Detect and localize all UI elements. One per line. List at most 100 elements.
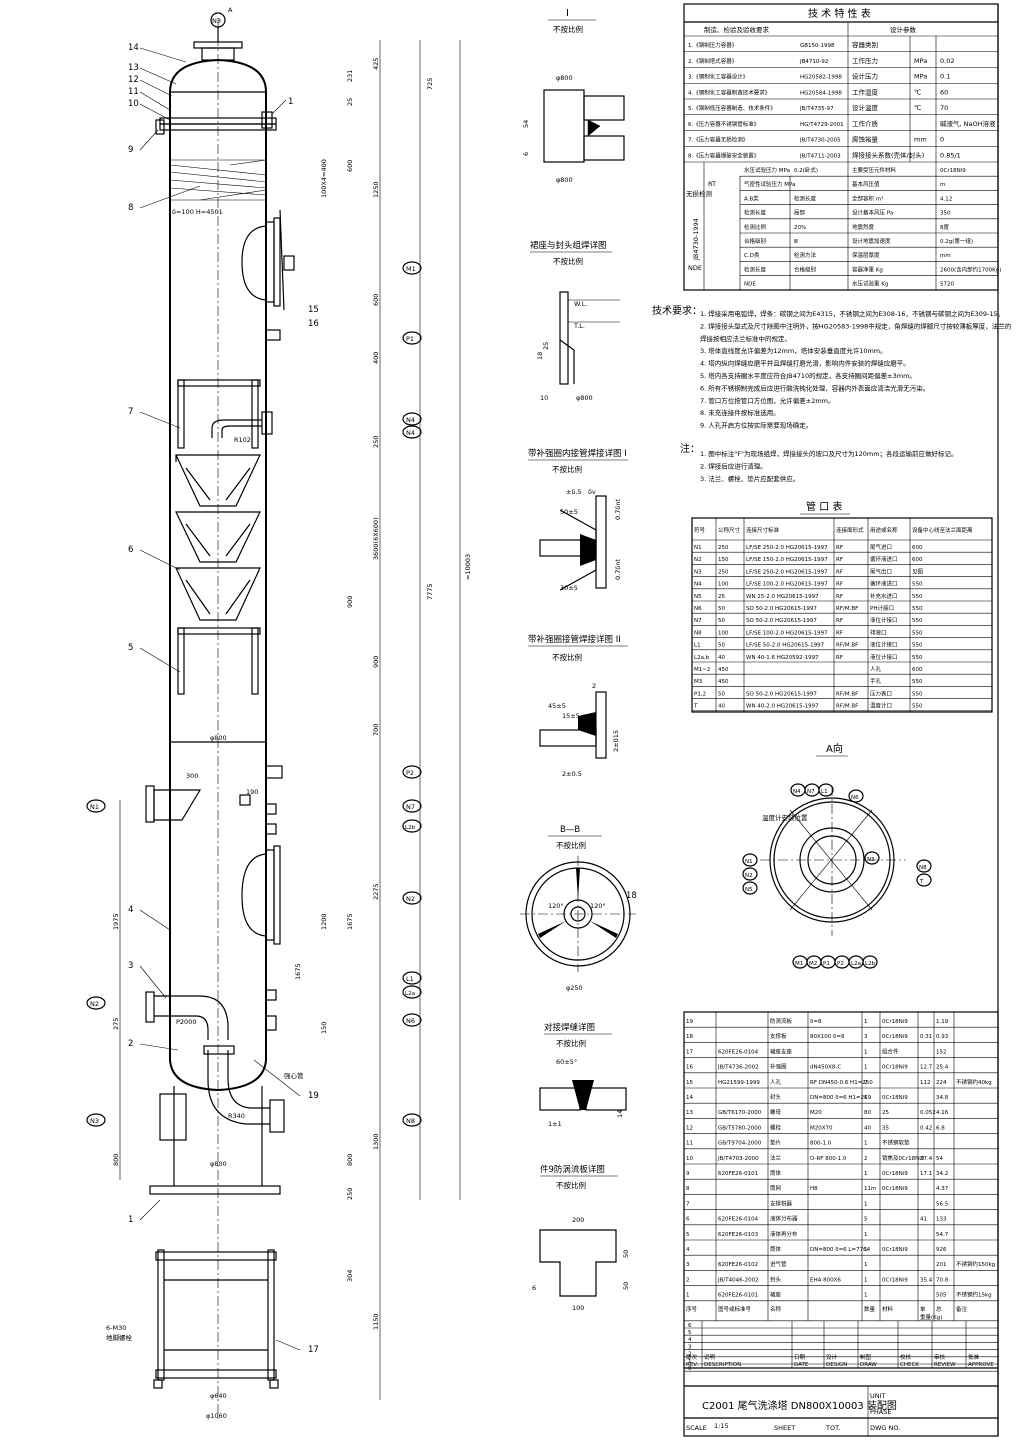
requirement-item: 5. 塔内各支持圈水平度应符合JB4710的规定，各支持圈间距偏差±3mm。 (700, 371, 916, 380)
revision-col-header-cn: 版次 (686, 1353, 698, 1361)
nozzle-table: 管 口 表 符号公称尺寸连接尺寸标准连接面形式用途或名称设备中心线至法兰面距离N… (691, 500, 993, 713)
parts-cell: 4 (686, 1247, 690, 1253)
nozzle-cell: 150 (718, 557, 729, 563)
parts-cell: 16 (686, 1065, 693, 1071)
tech-std-name: 3.《钢制化工容器设计》 (688, 73, 748, 81)
svg-text:6-M30: 6-M30 (106, 1324, 126, 1332)
nozzle-cell: M1~2 (694, 667, 710, 673)
nozzle-label-n5: N4 (406, 429, 415, 437)
revision-col-header: DRAW (860, 1362, 877, 1368)
nozzle-cell: 550 (912, 606, 923, 612)
svg-text:100X4=400: 100X4=400 (320, 159, 328, 198)
svg-text:强心管: 强心管 (284, 1071, 304, 1080)
parts-cell: 620FE26-0101 (718, 1293, 758, 1299)
nozzle-cell: M3 (694, 679, 703, 685)
tech-lower-b: 合格级别 (794, 265, 816, 273)
parts-cell: JB/T4736-2002 (717, 1065, 759, 1071)
svg-text:800: 800 (346, 1154, 354, 1166)
tech-lower-d: 350 (940, 211, 951, 217)
nozzle-cell: RF (836, 630, 843, 636)
detail-view-BB: B—B 不按比例 120° 120° φ250 18 (520, 825, 637, 992)
svg-text:1200: 1200 (320, 913, 328, 930)
svg-text:温度计安装位置: 温度计安装位置 (762, 813, 808, 822)
requirement-item: 焊接按相应法兰标准中的规定。 (700, 334, 791, 343)
svg-text:不按比例: 不按比例 (553, 24, 583, 34)
parts-cell: 4.37 (936, 1186, 949, 1192)
svg-text:不按比例: 不按比例 (552, 652, 582, 662)
requirement-item: 2. 焊接接头型式及尺寸除图中注明外，按HG20583-1998中规定，角焊缝的… (700, 321, 1012, 330)
svg-text:300: 300 (186, 772, 198, 780)
svg-text:不按比例: 不按比例 (556, 840, 586, 850)
tech-param-name: 工作压力 (852, 56, 878, 65)
tech-lower-a: 合格级别 (744, 237, 766, 245)
parts-cell: 螺栓 (770, 1123, 782, 1131)
tech-std-code: JB4710-92 (799, 59, 828, 65)
nozzle-n1-left (145, 785, 202, 823)
svg-text:50±5: 50±5 (560, 508, 578, 516)
nozzle-label-n8: N8 (406, 1117, 415, 1125)
parts-cell: 2 (686, 1277, 690, 1283)
parts-cell: 1 (864, 1065, 868, 1071)
nozzle-header: 符号 (694, 526, 706, 534)
tech-std-code: HG20582-1998 (800, 75, 842, 81)
nozzle-cell: P1,2 (694, 691, 706, 697)
tech-param-value: 碱液气, NaOH溶液 (940, 119, 996, 128)
parts-cell: 17 (686, 1049, 693, 1055)
tech-param-unit: ℃ (914, 104, 921, 112)
tech-lower-b: 检测方法 (794, 251, 817, 259)
svg-text:L1: L1 (821, 789, 828, 795)
svg-text:φ640: φ640 (210, 1392, 227, 1400)
requirement-items: 1. 焊接采用电弧焊，焊条：碳钢之间为E4315，不锈钢之间为E308-16，不… (700, 309, 1012, 430)
svg-text:50: 50 (622, 1282, 630, 1290)
nozzle-cell: 液位计接口 (870, 653, 898, 661)
manhole-lower (241, 845, 281, 945)
part-callouts: 14 13 12 11 10 9 8 7 6 5 4 3 2 1 15 16 1… (128, 43, 319, 1355)
nozzle-cell: T (693, 704, 698, 710)
tech-param-value: 0.02 (940, 57, 954, 65)
nozzle-cell: 液位计接口 (870, 616, 898, 624)
svg-text:φ800: φ800 (210, 1160, 227, 1168)
parts-cell: H8 (810, 1186, 818, 1192)
callout-13: 13 (128, 63, 139, 73)
tech-param-name: 腐蚀裕量 (852, 135, 879, 144)
tech-lower-d: 4.12 (940, 196, 952, 202)
parts-cell: 1 (864, 1141, 868, 1147)
svg-text:14: 14 (616, 1110, 624, 1118)
top-nozzle-label: N3 (212, 17, 221, 25)
nozzle-label-l1: L1 (406, 975, 414, 983)
nozzle-cell: RF/M.BF (836, 606, 858, 612)
svg-text:带补强圈内接管焊接详图 I: 带补强圈内接管焊接详图 I (528, 448, 627, 459)
parts-cell: 152 (936, 1049, 947, 1055)
parts-cell: 1 (864, 1262, 868, 1268)
svg-text:1300: 1300 (372, 1133, 380, 1150)
nozzle-cell: 补充水进口 (870, 592, 898, 600)
parts-cell: EHA 800X6 (810, 1277, 841, 1283)
nozzle-header: 设备中心线至法兰面距离 (912, 526, 973, 534)
parts-cell: 螺母 (770, 1108, 782, 1116)
callout-6: 6 (128, 545, 133, 555)
tech-param-name: 焊接接头系数(壳体/封头) (852, 150, 924, 159)
parts-cell: 1 (864, 1293, 868, 1299)
callout-9: 9 (128, 145, 133, 155)
requirement-item: 6. 所有不锈钢制完成后应进行酸洗钝化处理，容器内外表面应清洁光滑无污染。 (700, 383, 929, 392)
svg-text:技 术 特 性 表: 技 术 特 性 表 (808, 7, 871, 20)
nozzle-cell: 40 (718, 704, 725, 710)
parts-cell: DN=800 δ=6 H1=269 (810, 1095, 872, 1101)
parts-cell: 支撑板 (770, 1032, 787, 1040)
detail-view-nozzle-weld-2: 带补强圈接管焊接详图 II 不按比例 2 45±5 15±5 2±0.5 2±0… (528, 634, 628, 778)
nozzle-cell: 250 (718, 569, 729, 575)
tech-param-name: 容器类别 (852, 40, 878, 49)
nozzle-label-n2: N2 (90, 1000, 99, 1008)
parts-cell: GB/T5780-2000 (718, 1125, 762, 1131)
nozzle-cell: N3 (694, 569, 702, 575)
top-nozzle: N3 A (193, 6, 243, 61)
svg-text:不按比例: 不按比例 (556, 1038, 586, 1048)
tech-lower-a: 水压试验压力 MPa (744, 166, 790, 174)
svg-text:25: 25 (542, 342, 550, 350)
parts-cell: δ=8 (810, 1019, 822, 1025)
parts-cell: 不锈钢软垫 (882, 1139, 910, 1147)
parts-cell: 1 (864, 1277, 868, 1283)
column-elevation: N3 A (86, 6, 472, 1420)
